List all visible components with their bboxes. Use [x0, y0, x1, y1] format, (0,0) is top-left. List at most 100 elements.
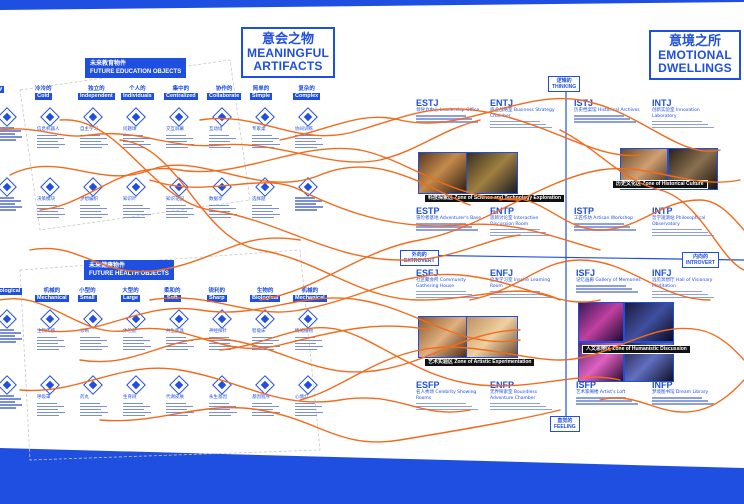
label-zh: 生物的 [256, 288, 274, 294]
label-zh: 小型的 [79, 288, 96, 294]
mbti-description-lines [416, 402, 486, 410]
health-labels-label-0: Biological [0, 288, 23, 295]
zone-art-zh: 艺术实验区 [428, 359, 454, 365]
object-icon [212, 375, 232, 395]
object-name: 诊断 [80, 329, 89, 334]
mbti-description-lines [416, 223, 486, 231]
label-zh: 集中的 [172, 86, 190, 92]
mbti-description-lines [652, 397, 722, 405]
object-edu_objects_row1-0 [0, 107, 28, 142]
mbti-description-lines [574, 115, 644, 123]
meaningful-artifacts-title: 意会之物 MEANINGFUL ARTIFACTS [241, 27, 335, 78]
object-icon [126, 375, 146, 395]
axis-thinking: 逻辑的 THINKING [548, 76, 581, 92]
object-description-lines [0, 395, 28, 409]
zone-science: 科技探索区 Zone of Science and Technology Exp… [424, 194, 565, 203]
object-name: 知识花园 [166, 197, 184, 202]
object-description-lines [123, 402, 157, 416]
axis-bottom-en: FEELING [554, 424, 576, 430]
object-edu_objects_row2-3: 知识叶 [123, 177, 157, 220]
label-en: Simple [250, 93, 273, 100]
object-edu_objects_row1-5: 互动墙 [209, 107, 243, 150]
mbti-description-lines [574, 223, 644, 231]
object-health_objects_row1-0 [0, 309, 28, 344]
zone-hum-zh: 人文思辨区 [586, 346, 612, 352]
mbti-code: ISTJ [574, 98, 594, 108]
object-icon [212, 107, 232, 127]
object-description-lines [166, 134, 200, 148]
health-en: FUTURE HEALTH OBJECTS [89, 271, 169, 277]
object-health_objects_row2-2: 药丸 [80, 375, 114, 418]
mbti-code: INTJ [652, 98, 672, 108]
object-description-lines [37, 204, 71, 218]
object-edu_objects_row2-5: 数据亭 [209, 177, 243, 220]
object-description-lines [252, 204, 286, 218]
object-icon [0, 177, 17, 197]
mbti-room-name: 社区聚会所 Community Gathering House [416, 278, 466, 289]
label-zh: 简单的 [252, 86, 270, 92]
axis-extrovert: 外向的 EXTROVERT [400, 250, 439, 266]
object-health_objects_row2-6: 基因程序 [252, 375, 286, 418]
object-icon [83, 107, 103, 127]
object-edu_objects_row1-4: 交互屏幕 [166, 107, 200, 150]
label-en: Collaborate [207, 93, 242, 100]
mbti-description-lines [416, 115, 486, 123]
object-health_objects_row2-3: 生育树 [123, 375, 157, 418]
object-edu_objects_row2-2: 梦想编织 [80, 177, 114, 220]
object-name: 共生面具 [166, 329, 184, 334]
zone-sci-zh: 科技探索区 [428, 195, 454, 201]
label-en: Small [78, 295, 97, 302]
mbti-code: ESTP [416, 206, 440, 216]
object-icon [169, 107, 189, 127]
object-health_objects_row1-1: 生物传感 [37, 309, 71, 352]
label-en: Biological [0, 288, 23, 295]
object-name: 自主学习 [80, 127, 98, 132]
object-icon [298, 309, 318, 329]
object-name: 智能床 [252, 329, 266, 334]
object-icon [40, 375, 60, 395]
object-icon [126, 107, 146, 127]
object-health_objects_row1-3: 体检舱 [123, 309, 157, 352]
mbti-code: INTP [652, 206, 673, 216]
object-health_objects_row2-0 [0, 375, 28, 410]
object-health_objects_row1-2: 诊断 [80, 309, 114, 352]
object-edu_objects_row2-1: 决策模块 [37, 177, 71, 220]
mbti-room-name: 哲学观测站 Philosophical Observatory [652, 216, 706, 227]
label-zh: 机械的 [301, 288, 319, 294]
mbti-description-lines [490, 402, 560, 410]
object-name: 数据亭 [209, 197, 223, 202]
object-edu_objects_row1-3: 问题球 [123, 107, 157, 150]
mbti-room-name: 启发学习室 Inspire Learning Room [490, 278, 551, 289]
label-zh: 锐利的 [208, 288, 226, 294]
object-name: 问题球 [123, 127, 137, 132]
object-icon [40, 107, 60, 127]
mbti-room-name: 无界探索室 Boundless Adventure Chamber [490, 390, 538, 401]
mbti-description-lines [490, 290, 560, 298]
object-name: 信息机器人 [37, 127, 60, 132]
object-health_objects_row2-1: 呼吸罩 [37, 375, 71, 418]
mbti-room-name: 历史档案馆 Historical Archives [574, 108, 640, 113]
object-edu_objects_row2-0 [0, 177, 28, 212]
mbti-room-name: 创新实验室 Innovation Laboratory [652, 108, 700, 119]
mbti-room-name: 冒险者基地 Adventurer's Base [416, 216, 482, 221]
label-en: Individuals [121, 93, 154, 100]
zone-art: 艺术实验区 Zone of Artistic Experimentation [424, 358, 536, 367]
object-name: 心情灯 [295, 395, 309, 400]
zone-hist-en: Zone of Historical Culture [642, 181, 704, 187]
object-description-lines [295, 402, 329, 416]
title-right-zh: 意境之所 [668, 34, 721, 49]
object-icon [126, 177, 146, 197]
object-icon [40, 309, 60, 329]
axis-right-en: INTROVERT [686, 260, 715, 266]
mbti-code: ENTP [490, 206, 515, 216]
